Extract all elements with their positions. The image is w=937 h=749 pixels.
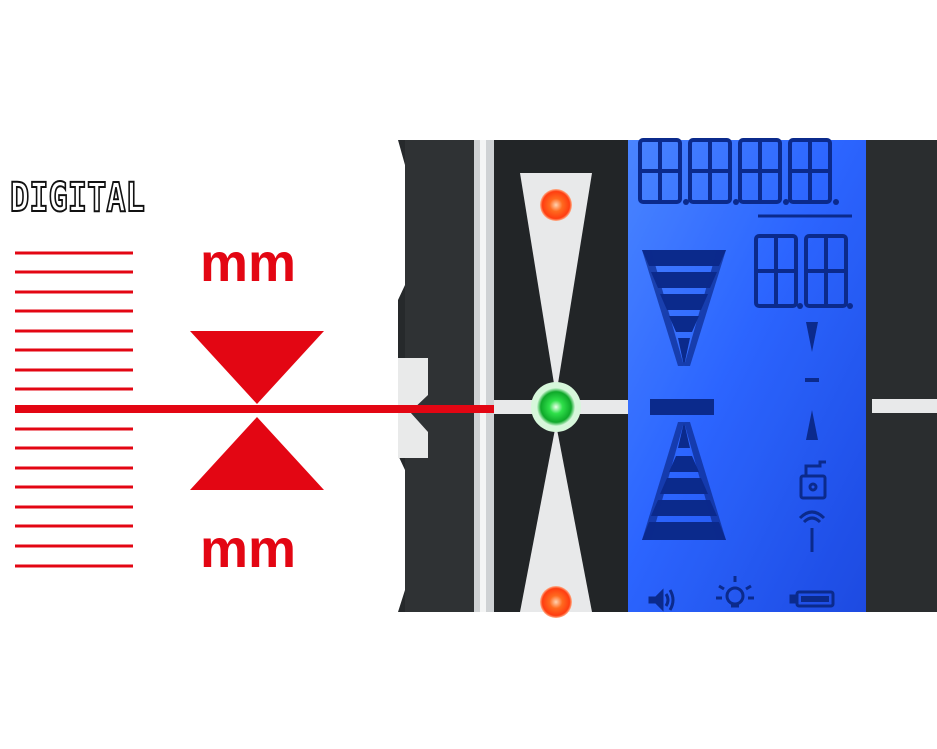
scale-lines [15, 251, 133, 568]
orange-led-bottom-icon [540, 586, 572, 618]
lcd-small-arrows [805, 322, 819, 440]
antenna-icon [798, 510, 826, 552]
right-center-mark [872, 399, 937, 413]
light-bulb-icon [716, 576, 754, 608]
lcd-level-down-indicator [642, 250, 726, 366]
speaker-icon [648, 588, 675, 612]
digital-label: DIGITAL [9, 175, 145, 221]
lcd-top-digits [638, 138, 832, 204]
orange-led-top-icon [540, 189, 572, 221]
lcd-small-digits [754, 234, 848, 308]
lock-icon [799, 460, 827, 500]
unit-label-bottom: mm [200, 519, 297, 579]
led-indicator-panel [494, 173, 628, 618]
unit-label-top: mm [200, 233, 297, 293]
lcd-level-up-indicator [642, 422, 726, 540]
lcd-display [628, 138, 866, 612]
double-triangle-icon [190, 331, 324, 490]
battery-icon [789, 590, 835, 608]
lcd-center-bar [650, 399, 714, 415]
